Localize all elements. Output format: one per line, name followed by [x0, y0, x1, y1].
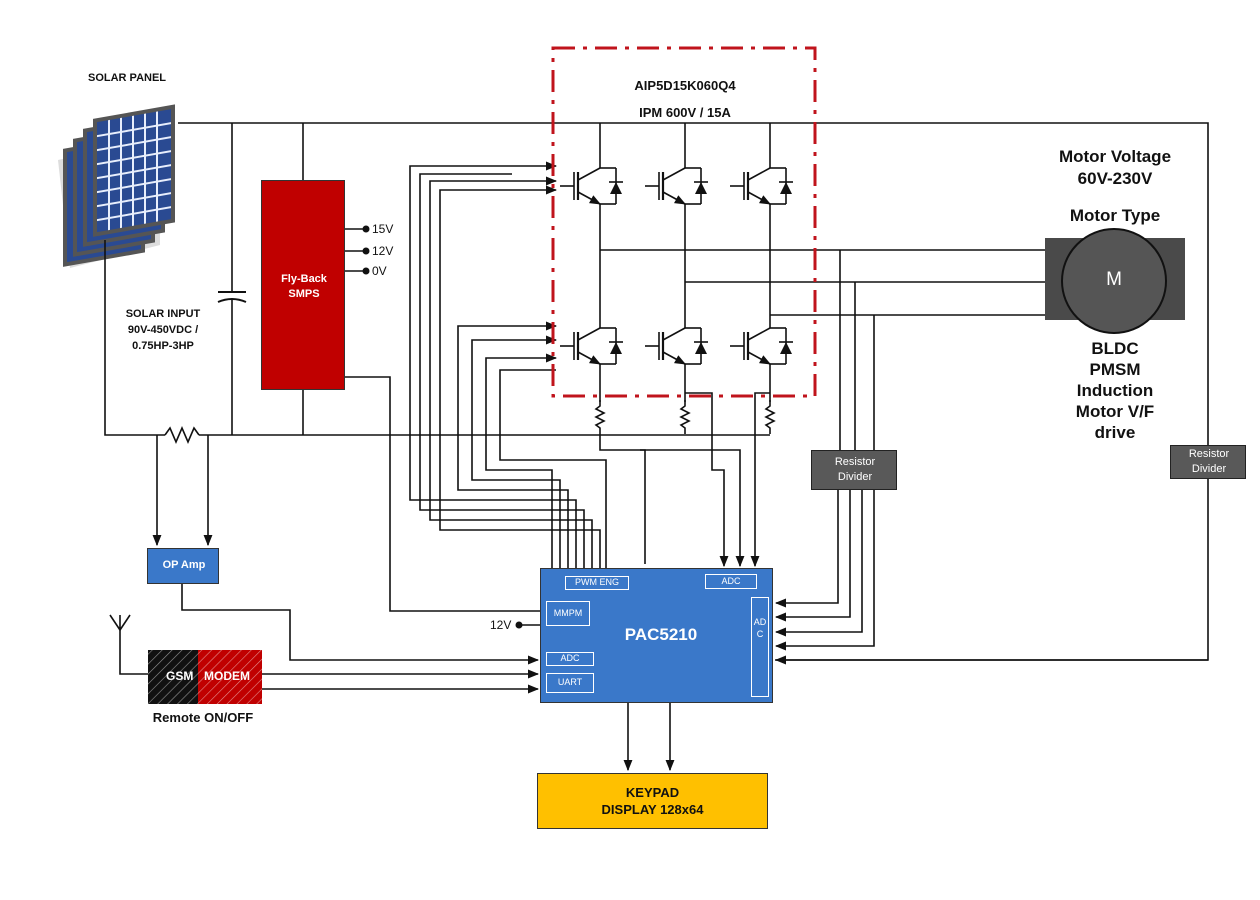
pwm-eng-block: PWM ENG [565, 576, 629, 590]
solar-input-line-3: 0.75HP-3HP [132, 340, 194, 352]
ipm-rating: IPM 600V / 15A [639, 105, 731, 120]
uart-label: UART [557, 677, 583, 687]
smps-block: Fly-Back SMPS [261, 180, 345, 390]
op-amp-block: OP Amp [147, 548, 219, 584]
adc-right-label: ADC [753, 617, 767, 639]
rail-15v: 15V [372, 222, 394, 236]
motor-type-list: BLDC PMSM Induction Motor V/F drive [1030, 338, 1200, 443]
mmpm-label: MMPM [553, 608, 583, 618]
gsm-label: GSM [166, 669, 194, 683]
motor-type-induction: Induction [1076, 381, 1154, 400]
adc-top-block: ADC [705, 574, 757, 589]
controller-name: PAC5210 [624, 625, 698, 644]
motor-type-bldc: BLDC [1091, 339, 1139, 358]
solar-input-label: SOLAR INPUT 90V-450VDC / 0.75HP-3HP [108, 306, 218, 354]
adc-top-label: ADC [721, 576, 741, 586]
motor-symbol: M [1106, 269, 1122, 290]
resistor-divider-1-line-1: Resistor [834, 456, 876, 468]
motor-type-pmsm: PMSM [1089, 360, 1141, 379]
adc-right-block: ADC [751, 597, 769, 697]
controller-block: PWM ENG ADC MMPM PAC5210 ADC UART ADC [540, 568, 773, 703]
smps-line-2: SMPS [288, 288, 320, 300]
smps-line-1: Fly-Back [281, 273, 327, 285]
ipm-boundary [551, 46, 817, 398]
motor-icon [1061, 228, 1167, 334]
solar-panel-label: SOLAR PANEL [88, 72, 167, 84]
resistor-divider-1-line-2: Divider [837, 471, 873, 483]
motor-voltage-line-1: Motor Voltage [1058, 147, 1172, 166]
keypad-line-2: DISPLAY 128x64 [601, 802, 704, 817]
modem-label: MODEM [204, 669, 250, 683]
rail-12v: 12V [372, 244, 394, 258]
keypad-display-block: KEYPAD DISPLAY 128x64 [537, 773, 768, 829]
solar-input-line-1: SOLAR INPUT [125, 308, 201, 320]
motor-voltage-line-2: 60V-230V [1077, 169, 1153, 188]
motor-type-title: Motor Type [1069, 206, 1161, 225]
rail-0v: 0V [372, 264, 387, 278]
adc-left-label: ADC [560, 653, 580, 663]
uart-block: UART [546, 673, 594, 693]
remote-onoff-caption: Remote ON/OFF [152, 710, 254, 725]
motor-type-vf: Motor V/F [1075, 402, 1155, 421]
supply-12v: 12V [490, 618, 512, 632]
resistor-divider-1: Resistor Divider [811, 450, 897, 490]
keypad-line-1: KEYPAD [625, 785, 680, 800]
resistor-divider-2-line-2: Divider [1191, 463, 1227, 475]
mmpm-block: MMPM [546, 601, 590, 626]
adc-left-block: ADC [546, 652, 594, 666]
motor-type-drive: drive [1094, 423, 1136, 442]
solar-panel-icon [58, 104, 175, 268]
op-amp-label: OP Amp [162, 559, 206, 571]
pwm-eng-label: PWM ENG [575, 577, 619, 587]
ipm-part-number: AIP5D15K060Q4 [634, 78, 736, 93]
solar-input-line-2: 90V-450VDC / [127, 324, 199, 336]
resistor-divider-2-line-1: Resistor [1188, 448, 1230, 460]
resistor-divider-2: Resistor Divider [1170, 445, 1246, 479]
